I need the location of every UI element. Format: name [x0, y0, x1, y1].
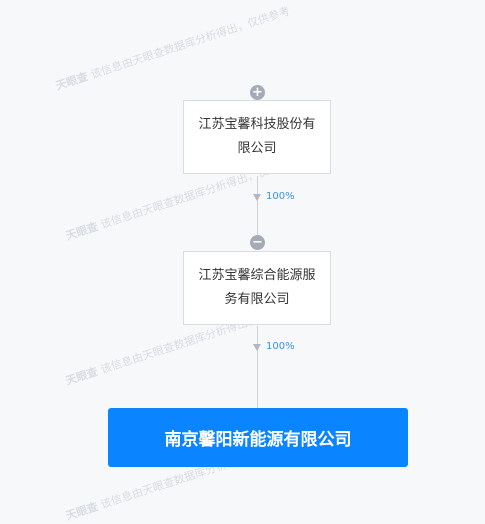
- arrow-down-icon: [253, 344, 261, 351]
- arrow-down-icon: [253, 194, 261, 201]
- share-percent: 100%: [266, 191, 295, 202]
- expand-toggle[interactable]: +: [250, 85, 265, 100]
- collapse-toggle[interactable]: −: [250, 235, 265, 250]
- watermark: 天眼查 该信息由天眼查数据库分析得出，仅供参考: [54, 4, 292, 93]
- shareholder-node[interactable]: 江苏宝馨综合能源服务有限公司: [183, 251, 331, 325]
- target-company-label: 南京馨阳新能源有限公司: [164, 430, 352, 450]
- connector-line: [257, 176, 258, 236]
- node-label: 江苏宝馨综合能源服务有限公司: [198, 268, 316, 307]
- target-company-node[interactable]: 南京馨阳新能源有限公司: [108, 408, 408, 467]
- connector-line: [257, 326, 258, 408]
- node-label: 江苏宝馨科技股份有限公司: [198, 117, 316, 156]
- share-percent: 100%: [266, 341, 295, 352]
- shareholder-node[interactable]: 江苏宝馨科技股份有限公司: [183, 100, 331, 174]
